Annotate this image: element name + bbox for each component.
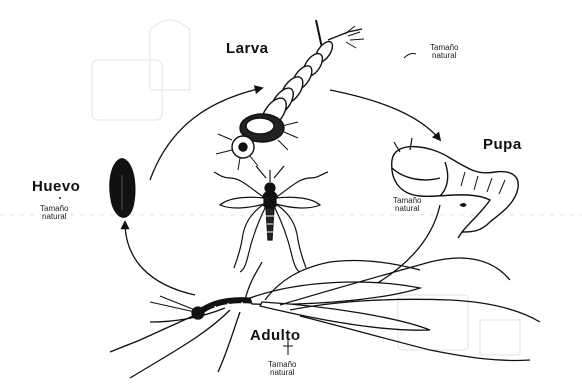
label-huevo: Huevo	[32, 179, 80, 194]
pupa-real-size	[460, 204, 466, 207]
center-mosquito-drawing	[214, 166, 328, 272]
egg-real-size	[59, 197, 61, 199]
label-pupa: Pupa	[483, 137, 522, 152]
note-adulto: Tamaño natural	[268, 361, 296, 378]
note-adulto-line2: natural	[268, 369, 296, 377]
pupa-drawing	[392, 138, 519, 238]
arrow-larva-to-pupa	[330, 90, 440, 140]
label-adulto: Adulto	[250, 328, 300, 343]
egg-drawing	[109, 158, 135, 218]
note-huevo-line2: natural	[40, 213, 68, 221]
note-huevo: Tamaño natural	[40, 205, 68, 222]
note-larva-line2: natural	[430, 52, 458, 60]
label-larva: Larva	[226, 41, 269, 56]
larva-real-size	[404, 54, 416, 59]
arrow-adulto-to-huevo	[125, 222, 195, 295]
note-larva: Tamaño natural	[430, 44, 458, 61]
note-pupa-line2: natural	[393, 205, 421, 213]
adult-mosquito-drawing	[110, 258, 540, 378]
note-pupa: Tamaño natural	[393, 197, 421, 214]
cycle-arrows	[125, 88, 440, 300]
